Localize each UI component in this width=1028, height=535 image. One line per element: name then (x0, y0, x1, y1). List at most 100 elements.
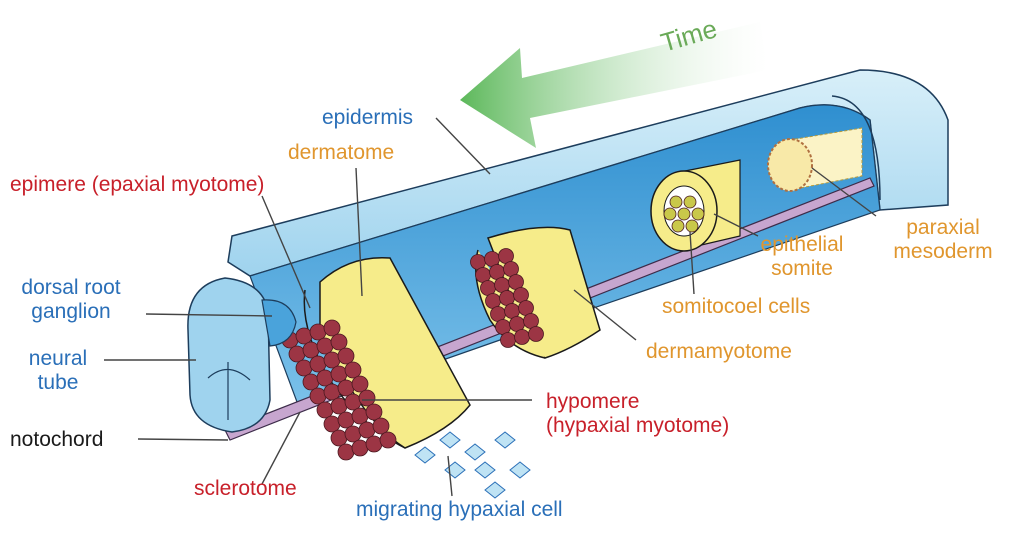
myotome-cell (500, 332, 516, 348)
label-somitocoel-cells: somitocoel cells (662, 295, 811, 318)
label-epidermis: epidermis (322, 106, 414, 129)
label-migrating-hypaxial-cell: migrating hypaxial cell (356, 498, 563, 521)
sclerotome-cell (316, 337, 334, 355)
leader-notochord (137, 438, 229, 441)
sclerotome-cell (330, 397, 348, 415)
somitocoel-cell (683, 195, 697, 209)
leader-dermatome (355, 167, 363, 297)
neural-tube-shape (187, 277, 271, 433)
sclerotome-cell (302, 373, 320, 391)
label-dermamyotome: dermamyotome (646, 340, 792, 363)
dorsal-root-ganglion-shape (261, 299, 297, 347)
label-paraxial-line2: mesoderm (893, 240, 993, 263)
migrating-cell (444, 461, 466, 479)
leader-dermamyotome (573, 289, 637, 341)
sclerotome-cell (365, 403, 383, 421)
sclerotome-cell (351, 407, 369, 425)
leader-migrating (447, 455, 453, 497)
dermamyotome-segment (470, 226, 601, 359)
label-dorsal-root-line2: ganglion (31, 300, 111, 323)
somitocoel-cell (685, 219, 699, 233)
sclerotome-cell (309, 323, 327, 341)
leader-paraxial (811, 167, 877, 217)
leader-lines (104, 117, 877, 497)
label-neural-tube-line1: neural (28, 347, 88, 370)
myotome-cells-mid (470, 248, 544, 348)
sclerotome-cell (330, 333, 348, 351)
label-notochord: notochord (10, 428, 104, 451)
neural-tube (187, 277, 297, 433)
label-neural-tube-line2: tube (37, 371, 79, 394)
migrating-cell (484, 481, 506, 499)
sclerotome-cell (365, 435, 383, 453)
sclerotome-cell (323, 351, 341, 369)
time-arrow-shape (460, 22, 768, 148)
migrating-cell (439, 431, 461, 449)
sclerotome-cell (316, 369, 334, 387)
somitocoel-cells (663, 195, 705, 233)
sclerotome-cells (281, 319, 397, 461)
migrating-cell (509, 461, 531, 479)
sclerotome-cell (288, 345, 306, 363)
leader-sclerotome (261, 411, 301, 485)
sclerotome-cell (330, 429, 348, 447)
label-neural-tube: neural tube (22, 347, 94, 395)
sclerotome-cell (309, 387, 327, 405)
sclerotome-cell (330, 365, 348, 383)
migrating-cell (414, 446, 436, 464)
somitocoel-cell (671, 219, 685, 233)
migrating-cell (474, 461, 496, 479)
label-epithelial-line1: epithelial (760, 233, 844, 256)
sclerotome-cell (379, 431, 397, 449)
paraxial-mesoderm (767, 127, 863, 192)
somitocoel-cell (663, 207, 677, 221)
label-paraxial-line1: paraxial (906, 216, 980, 239)
epidermis-edge (831, 95, 881, 201)
leader-epidermis (435, 117, 491, 175)
sclerotome-cell (309, 355, 327, 373)
leader-epimere (261, 195, 311, 309)
leader-somitocoel (689, 231, 695, 295)
epithelial-somite (650, 159, 741, 252)
paraxial-end (767, 138, 813, 192)
label-epithelial-somite: epithelial somite (752, 233, 852, 281)
sclerotome-cell (337, 379, 355, 397)
label-dorsal-root-line1: dorsal root (21, 276, 121, 299)
sclerotome-cell (337, 443, 355, 461)
sclerotome-cell (295, 327, 313, 345)
sclerotome-cell (351, 375, 369, 393)
label-epimere: epimere (epaxial myotome) (10, 173, 265, 196)
migrating-hypaxial-cells (414, 431, 531, 499)
sclerotome-cell (323, 415, 341, 433)
sclerotome-cell (372, 417, 390, 435)
leader-dorsal-root (145, 313, 273, 317)
leader-epithelial (713, 213, 759, 237)
label-hypomere-line1: hypomere (546, 390, 640, 413)
somitocoel-cell (669, 195, 683, 209)
sclerotome-cell (295, 359, 313, 377)
label-sclerotome: sclerotome (194, 477, 297, 500)
label-epithelial-line2: somite (771, 257, 833, 280)
label-hypomere-line2: (hypaxial myotome) (546, 414, 730, 437)
sclerotome-cell (323, 383, 341, 401)
myotome-cell (514, 329, 530, 345)
somitocoel-cell (677, 207, 691, 221)
migrating-cell (494, 431, 516, 449)
sclerotome-cell (351, 439, 369, 457)
sclerotome-cell (344, 425, 362, 443)
somitocoel-cell (691, 207, 705, 221)
sclerotome-cell (358, 389, 376, 407)
sclerotome-cell (344, 361, 362, 379)
label-dorsal-root-ganglion: dorsal root ganglion (4, 276, 138, 324)
sclerotome-cell (316, 401, 334, 419)
myotome-cell (528, 326, 544, 342)
label-paraxial-mesoderm: paraxial mesoderm (880, 216, 1006, 264)
label-hypomere: hypomere (hypaxial myotome) (546, 390, 729, 438)
sclerotome-cell (302, 341, 320, 359)
sclerotome-cell (358, 421, 376, 439)
label-dermatome: dermatome (288, 141, 395, 164)
sclerotome-cell (344, 393, 362, 411)
sclerotome-cell (323, 319, 341, 337)
